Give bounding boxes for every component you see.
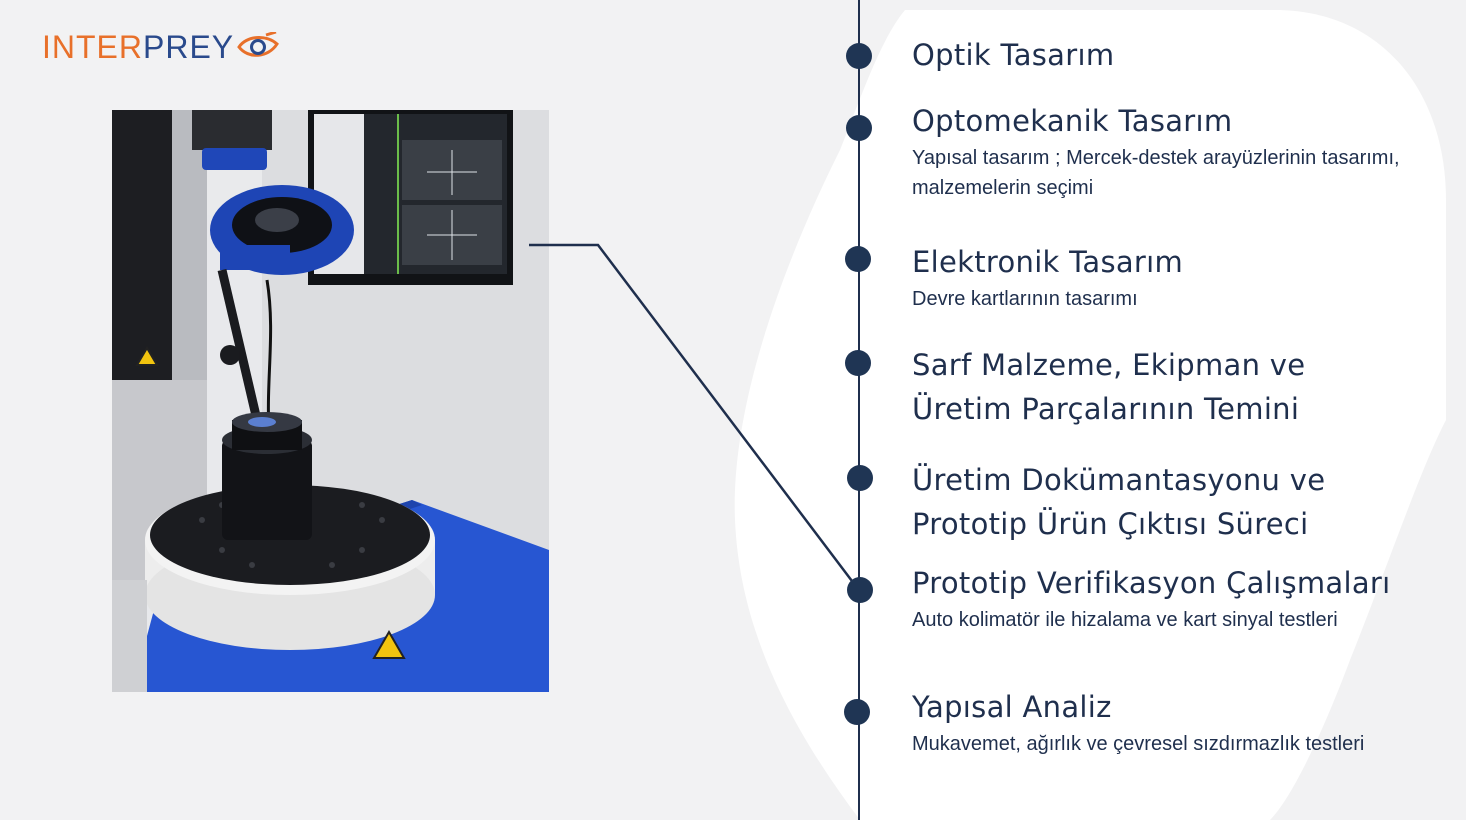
timeline-dot	[844, 699, 870, 725]
timeline-dot	[846, 115, 872, 141]
timeline-item-description: Devre kartlarının tasarımı	[912, 288, 1138, 310]
timeline-item-title: Yapısal Analiz	[912, 690, 1112, 724]
timeline-item-title: Optomekanik Tasarım	[912, 104, 1233, 138]
eye-logo-icon	[237, 32, 280, 57]
timeline-dot	[845, 246, 871, 272]
timeline-item-optomekanik: Optomekanik Tasarım Yapısal tasarım ; Me…	[912, 99, 1402, 203]
timeline-item-title: Sarf Malzeme, Ekipman ve Üretim Parçalar…	[912, 348, 1306, 426]
timeline-item-title: Üretim Dokümantasyonu ve Prototip Ürün Ç…	[912, 463, 1326, 541]
timeline-item-yapisal-analiz: Yapısal Analiz Mukavemet, ağırlık ve çev…	[912, 685, 1364, 759]
timeline-item-title: Optik Tasarım	[912, 38, 1115, 72]
timeline-item-title: Prototip Verifikasyon Çalışmaları	[912, 566, 1391, 600]
timeline-item-description: Mukavemet, ağırlık ve çevresel sızdırmaz…	[912, 733, 1365, 755]
timeline-item-description: Yapısal tasarım ; Mercek-destek arayüzle…	[912, 147, 1400, 199]
timeline-item-elektronik: Elektronik Tasarım Devre kartlarının tas…	[912, 240, 1183, 314]
logo-text-prey: PREY	[143, 28, 235, 65]
timeline-dot	[847, 465, 873, 491]
timeline-item-description: Auto kolimatör ile hizalama ve kart siny…	[912, 609, 1338, 631]
timeline-item-prototip-verifikasyon: Prototip Verifikasyon Çalışmaları Auto k…	[912, 561, 1391, 635]
timeline-dot	[846, 43, 872, 69]
timeline-item-uretim-dokumantasyonu: Üretim Dokümantasyonu ve Prototip Ürün Ç…	[912, 458, 1332, 546]
logo-text-inter: INTER	[42, 28, 143, 65]
timeline-item-optik: Optik Tasarım	[912, 33, 1114, 77]
timeline-item-sarf-malzeme: Sarf Malzeme, Ekipman ve Üretim Parçalar…	[912, 343, 1402, 431]
timeline-dot	[847, 577, 873, 603]
timeline-item-title: Elektronik Tasarım	[912, 245, 1184, 279]
equipment-photo	[112, 110, 549, 692]
equipment-photo-illustration	[112, 110, 549, 692]
timeline-dot	[845, 350, 871, 376]
timeline-line	[858, 0, 860, 820]
